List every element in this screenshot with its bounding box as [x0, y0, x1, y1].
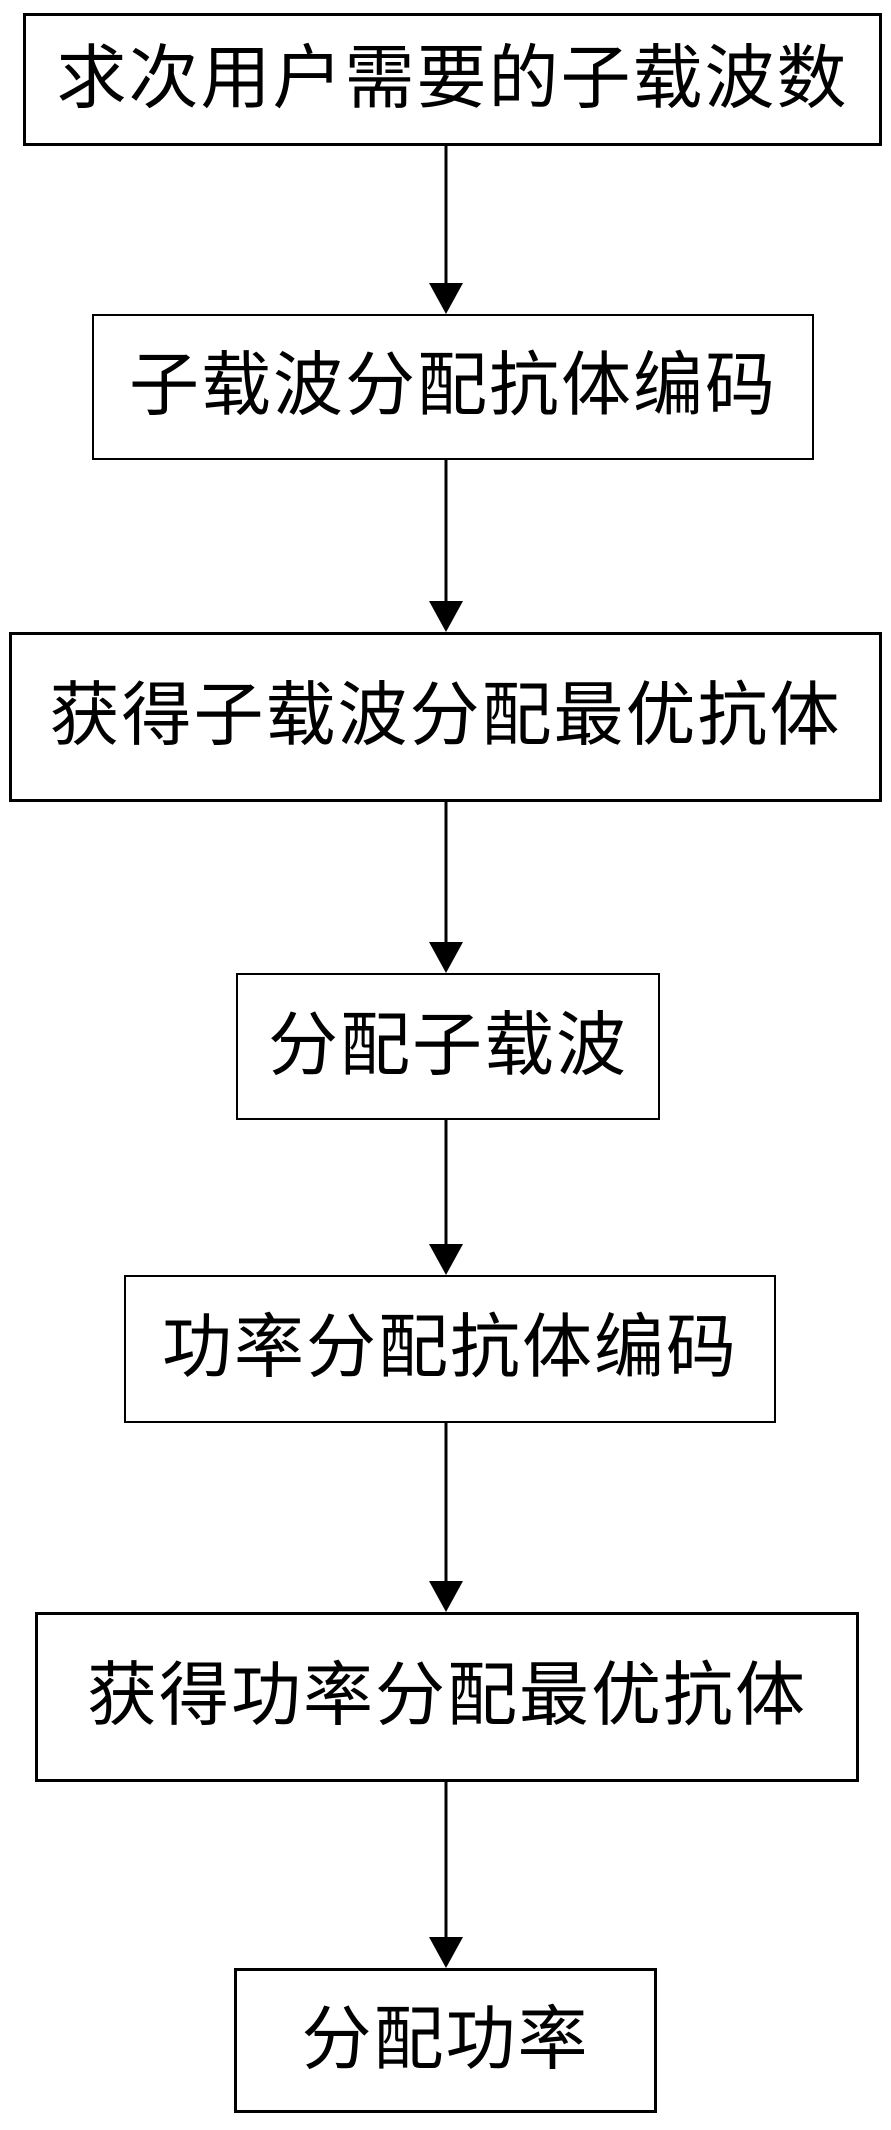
flow-node-label: 获得功率分配最优抗体	[87, 1658, 807, 1735]
arrowhead-down-icon	[429, 1581, 463, 1612]
arrowhead-down-icon	[429, 1244, 463, 1275]
flow-arrow-1	[429, 146, 463, 314]
flow-node-label: 功率分配抗体编码	[162, 1310, 738, 1387]
flow-arrow-4	[429, 1120, 463, 1275]
arrow-shaft	[444, 1120, 448, 1249]
arrowhead-down-icon	[429, 1937, 463, 1968]
flow-node-power-antibody-encoding: 功率分配抗体编码	[124, 1275, 776, 1423]
arrow-shaft	[444, 460, 448, 606]
arrowhead-down-icon	[429, 942, 463, 973]
flow-arrow-6	[429, 1782, 463, 1968]
flow-node-label: 获得子载波分配最优抗体	[49, 678, 842, 755]
arrowhead-down-icon	[429, 601, 463, 632]
flow-node-label: 求次用户需要的子载波数	[56, 40, 849, 118]
flow-node-label: 分配功率	[301, 2001, 590, 2079]
flow-node-subcarrier-antibody-encoding: 子载波分配抗体编码	[92, 314, 814, 460]
arrow-shaft	[444, 802, 448, 947]
flow-node-subcarrier-count: 求次用户需要的子载波数	[23, 13, 882, 146]
arrow-shaft	[444, 1423, 448, 1586]
flow-node-label: 分配子载波	[268, 1007, 628, 1085]
flow-node-power-optimal-antibody: 获得功率分配最优抗体	[35, 1612, 859, 1782]
flow-node-allocate-power: 分配功率	[234, 1968, 657, 2113]
flow-arrow-2	[429, 460, 463, 632]
flow-arrow-5	[429, 1423, 463, 1612]
flow-node-allocate-subcarrier: 分配子载波	[236, 973, 660, 1120]
flow-node-subcarrier-optimal-antibody: 获得子载波分配最优抗体	[9, 632, 882, 802]
flow-node-label: 子载波分配抗体编码	[129, 348, 777, 425]
arrowhead-down-icon	[429, 283, 463, 314]
flow-arrow-3	[429, 802, 463, 973]
arrow-shaft	[444, 146, 448, 288]
arrow-shaft	[444, 1782, 448, 1942]
